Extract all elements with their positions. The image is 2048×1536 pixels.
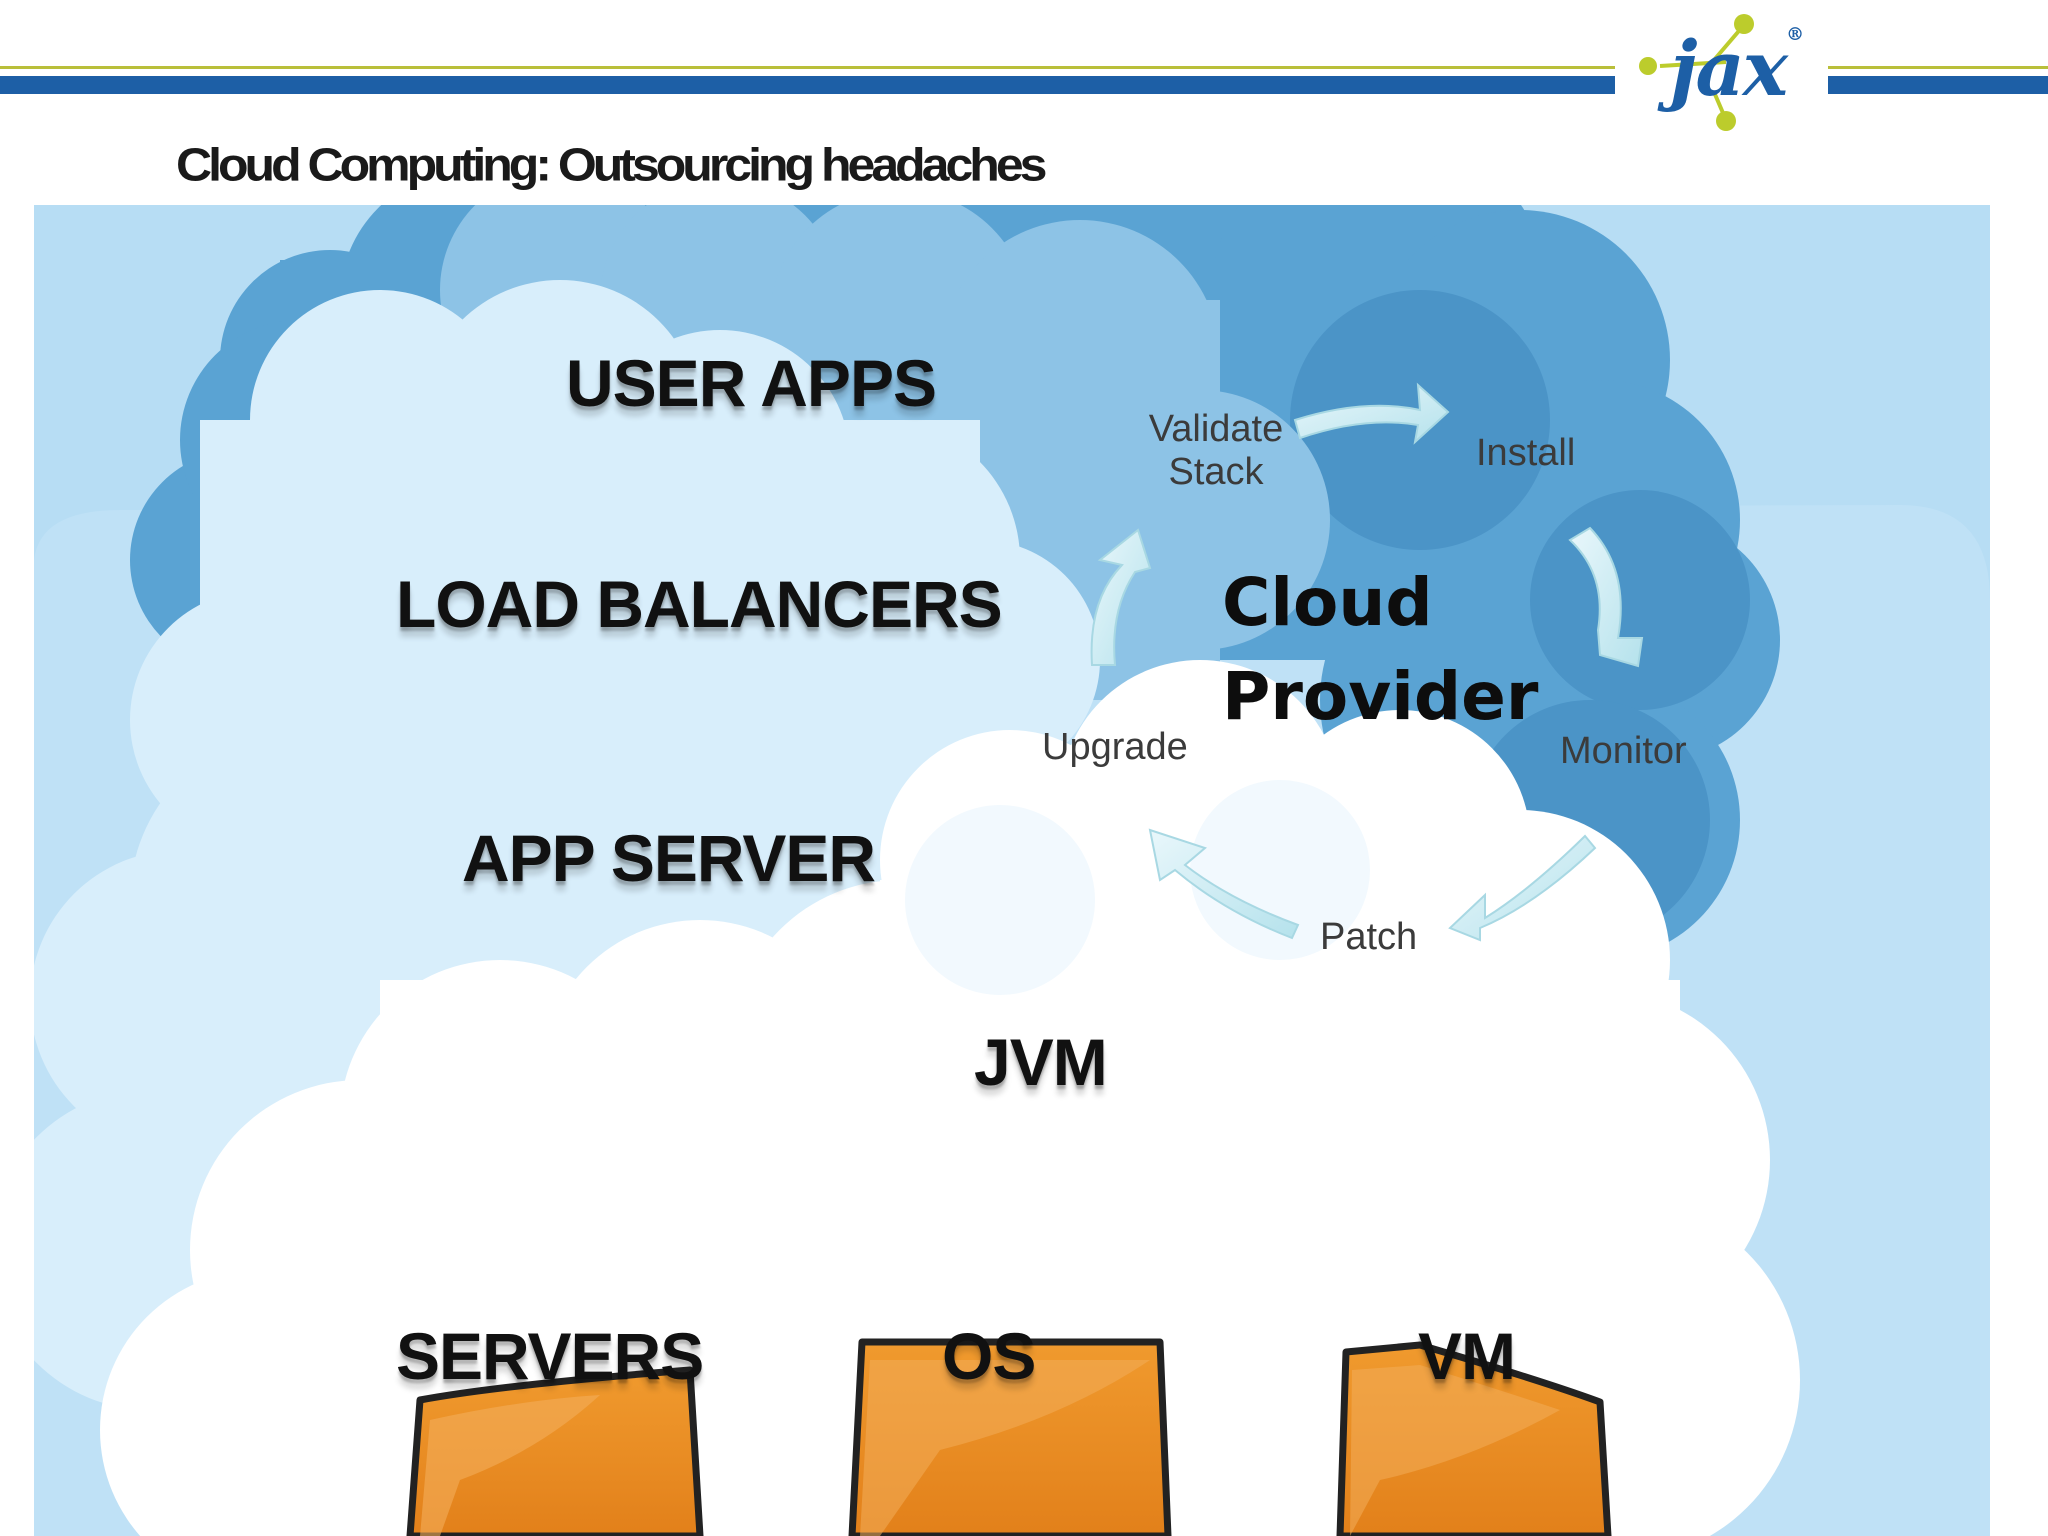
cycle-monitor: Monitor bbox=[1560, 730, 1687, 772]
label-os: OS bbox=[942, 1319, 1036, 1393]
jax-logo-network-icon bbox=[1639, 14, 1754, 131]
arrow-patch-to-upgrade bbox=[1148, 828, 1300, 940]
jax-logo-mark: ® bbox=[1786, 24, 1804, 45]
cycle-validate-line2: Stack bbox=[1168, 451, 1264, 493]
label-jvm: JVM bbox=[974, 1025, 1108, 1099]
server-box-vm bbox=[1336, 1341, 1612, 1536]
arrow-install-to-monitor bbox=[1568, 526, 1644, 668]
label-servers: SERVERS bbox=[396, 1319, 704, 1393]
jax-logo[interactable]: jax® bbox=[1670, 24, 1804, 113]
label-vm: VM bbox=[1418, 1319, 1516, 1393]
header-blue-line-right bbox=[1828, 76, 2048, 94]
header-olive-line bbox=[0, 66, 1615, 69]
cloud-provider-label: Cloud Provider bbox=[1222, 556, 1538, 744]
cycle-validate-line1: Validate bbox=[1148, 408, 1284, 450]
label-load-balancers: LOAD BALANCERS bbox=[396, 567, 1003, 641]
header-blue-line bbox=[0, 76, 1615, 94]
label-user-apps: USER APPS bbox=[566, 346, 937, 420]
cycle-validate-stack: Validate Stack bbox=[1136, 408, 1296, 494]
cycle-install: Install bbox=[1476, 432, 1576, 474]
arrow-validate-to-install bbox=[1293, 382, 1450, 445]
cycle-upgrade: Upgrade bbox=[1042, 726, 1188, 768]
server-box-os bbox=[848, 1338, 1172, 1536]
light-cloud bbox=[34, 280, 1100, 1410]
provider-line2: Provider bbox=[1222, 658, 1539, 735]
label-app-server: APP SERVER bbox=[462, 821, 876, 895]
header-olive-line-right bbox=[1828, 66, 2048, 69]
jax-logo-text: jax bbox=[1670, 24, 1788, 113]
server-box-servers bbox=[406, 1366, 704, 1536]
arrow-monitor-to-patch bbox=[1448, 834, 1597, 942]
arrow-upgrade-to-validate bbox=[1090, 528, 1152, 666]
slide-title: Cloud Computing: Outsourcing headaches bbox=[176, 138, 1047, 191]
cycle-arrows bbox=[1090, 382, 1644, 942]
provider-line1: Cloud bbox=[1222, 564, 1433, 641]
cycle-patch: Patch bbox=[1320, 916, 1418, 958]
